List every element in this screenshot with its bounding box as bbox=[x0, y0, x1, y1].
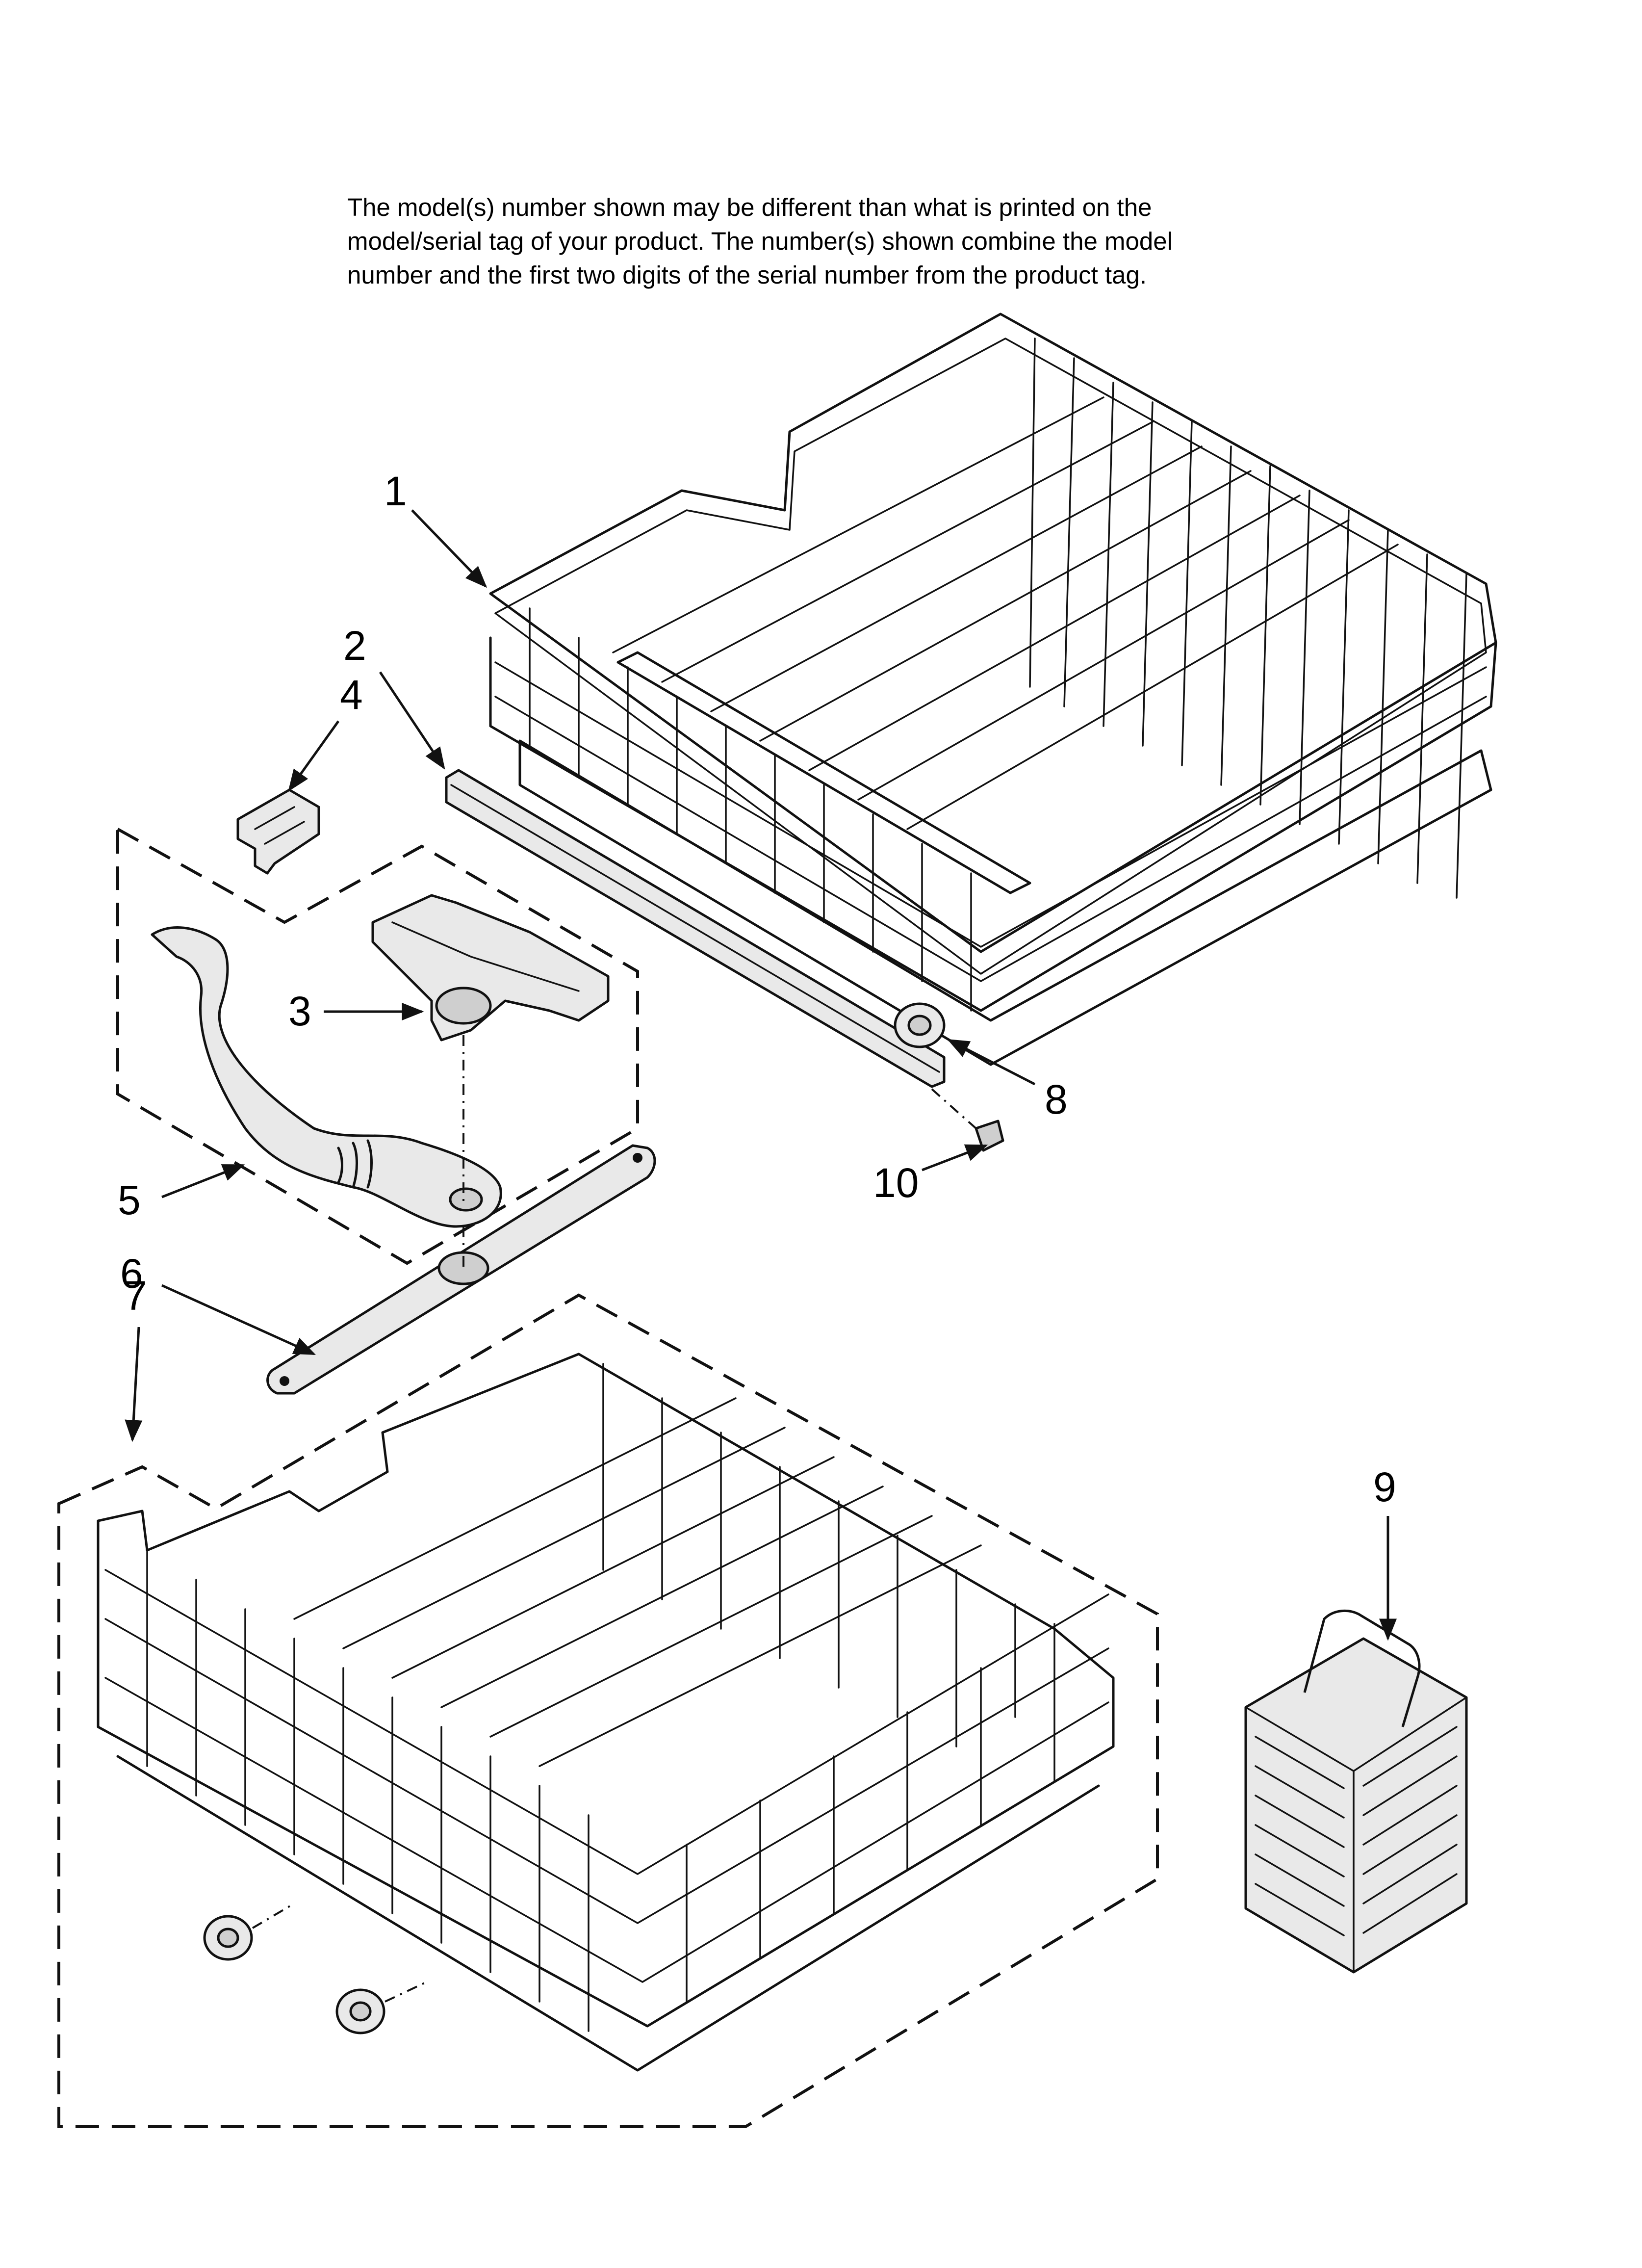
callout-label-2: 2 bbox=[343, 623, 366, 669]
callout-6: 6 bbox=[120, 1251, 316, 1356]
lower-rack-wheels bbox=[203, 1903, 427, 2034]
callout-3: 3 bbox=[288, 988, 424, 1034]
callout-label-1: 1 bbox=[384, 468, 407, 514]
callout-label-3: 3 bbox=[288, 988, 311, 1034]
note-line-3: number and the first two digits of the s… bbox=[347, 261, 1147, 289]
callout-8: 8 bbox=[947, 1039, 1068, 1122]
callout-label-9: 9 bbox=[1373, 1464, 1396, 1510]
upper-rack bbox=[489, 313, 1497, 1066]
manifold bbox=[371, 894, 610, 1042]
clip bbox=[236, 788, 320, 875]
rail-stop bbox=[931, 1088, 1004, 1152]
callout-label-7: 7 bbox=[124, 1273, 147, 1319]
callout-label-8: 8 bbox=[1045, 1076, 1068, 1122]
callout-1: 1 bbox=[384, 468, 487, 588]
assembly-outline-3-5 bbox=[116, 826, 639, 1265]
callout-label-5: 5 bbox=[118, 1177, 141, 1223]
spray-arm-supply-tube bbox=[151, 926, 502, 1228]
rack-rail bbox=[445, 769, 946, 1088]
note-line-1: The model(s) number shown may be differe… bbox=[347, 193, 1152, 221]
callout-label-4: 4 bbox=[340, 672, 363, 718]
callout-7: 7 bbox=[124, 1273, 147, 1442]
lower-rack bbox=[97, 1353, 1115, 2072]
lower-spray-arm bbox=[266, 1144, 656, 1395]
lower-rack-outline bbox=[57, 1293, 1159, 2128]
callout-4: 4 bbox=[288, 672, 363, 792]
model-number-note: The model(s) number shown may be differe… bbox=[347, 190, 1377, 292]
callout-label-10: 10 bbox=[873, 1160, 919, 1206]
callout-label-6: 6 bbox=[120, 1251, 143, 1297]
note-line-2: model/serial tag of your product. The nu… bbox=[347, 227, 1173, 255]
rack-wheel bbox=[894, 1002, 946, 1048]
callout-5: 5 bbox=[118, 1164, 245, 1223]
callout-9: 9 bbox=[1373, 1464, 1397, 1641]
callout-10: 10 bbox=[873, 1144, 988, 1206]
silverware-basket bbox=[1244, 1609, 1468, 1974]
callout-2: 2 bbox=[343, 623, 445, 770]
